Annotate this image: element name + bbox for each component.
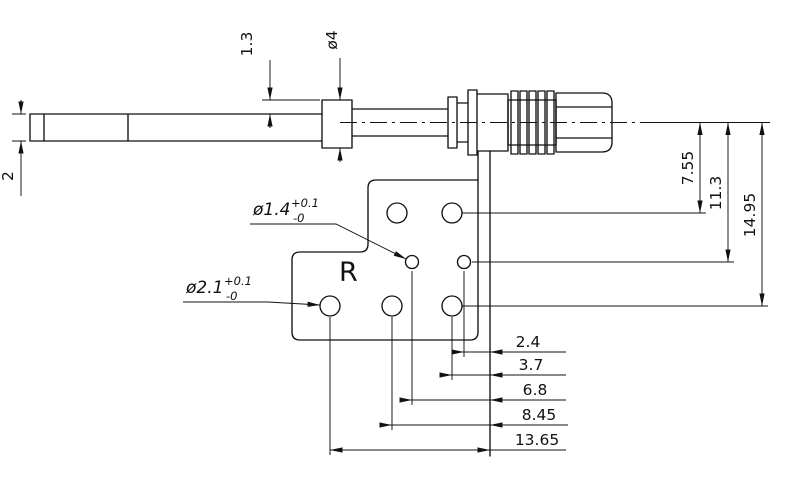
leader-line bbox=[183, 301, 321, 307]
dim-label: 2 bbox=[0, 171, 17, 181]
hole-small-center bbox=[404, 254, 420, 270]
part-views: R bbox=[29, 89, 650, 457]
hole-small-right bbox=[456, 254, 472, 270]
dim-pin-diameter: ø4 bbox=[323, 30, 343, 162]
extension-lines bbox=[12, 113, 26, 196]
leader-small-hole: ø1.4 +0.1 -0 bbox=[250, 196, 407, 260]
hole-bottom-middle bbox=[381, 295, 403, 317]
dim-label: 7.55 bbox=[679, 151, 697, 186]
bracket-profile bbox=[477, 150, 491, 457]
rod-profile bbox=[29, 113, 323, 142]
extension-lines bbox=[462, 122, 770, 214]
dim-label: 8.45 bbox=[522, 406, 557, 424]
dim-col-offset-4: 8.45 bbox=[379, 317, 568, 430]
hex-nut-profile bbox=[555, 92, 613, 153]
plate-marking-r: R bbox=[339, 257, 358, 288]
extension-line bbox=[329, 317, 566, 455]
leader-label: ø2.1 bbox=[185, 278, 223, 298]
hole-top-right bbox=[441, 202, 463, 224]
dim-label: 14.95 bbox=[741, 193, 759, 237]
dim-label: 3.7 bbox=[519, 356, 544, 374]
dim-col-offset-3: 6.8 bbox=[399, 271, 566, 405]
dim-row-offset-2: 11.3 bbox=[472, 122, 734, 263]
dim-label: 6.8 bbox=[523, 381, 548, 399]
connector-body-profile bbox=[447, 89, 509, 156]
pin-profile bbox=[321, 99, 353, 149]
hole-top-left bbox=[386, 202, 408, 224]
shaft-profile bbox=[351, 108, 449, 137]
extension-line bbox=[451, 317, 566, 380]
dim-step-height: 1.3 bbox=[238, 32, 320, 128]
extension-line bbox=[411, 271, 566, 405]
leader-line bbox=[250, 223, 407, 260]
dim-row-offset-3: 14.95 bbox=[462, 122, 768, 307]
tolerance-upper: +0.1 bbox=[224, 274, 252, 288]
dim-label: 2.4 bbox=[516, 333, 541, 351]
mounting-plate bbox=[291, 179, 479, 341]
extension-line bbox=[391, 317, 568, 430]
hole-bottom-right bbox=[441, 295, 463, 317]
hole-bottom-left bbox=[319, 295, 341, 317]
leader-large-hole: ø2.1 +0.1 -0 bbox=[183, 274, 321, 307]
dim-label: 13.65 bbox=[515, 431, 559, 449]
extension-line bbox=[463, 271, 566, 357]
dim-col-offset-2: 3.7 bbox=[439, 317, 566, 380]
dim-label: 1.3 bbox=[238, 32, 256, 57]
dim-col-offset-5: 13.65 bbox=[329, 317, 566, 455]
dim-label: ø4 bbox=[323, 30, 341, 49]
dim-label: 11.3 bbox=[707, 176, 725, 211]
dim-rod-thickness: 2 bbox=[0, 100, 26, 196]
tolerance-lower: -0 bbox=[226, 289, 237, 303]
dim-row-offset-1: 7.55 bbox=[462, 122, 770, 214]
leader-label: ø1.4 bbox=[252, 200, 290, 220]
tolerance-upper: +0.1 bbox=[291, 196, 319, 210]
tolerance-lower: -0 bbox=[293, 211, 304, 225]
dim-col-offset-1: 2.4 bbox=[451, 271, 566, 357]
